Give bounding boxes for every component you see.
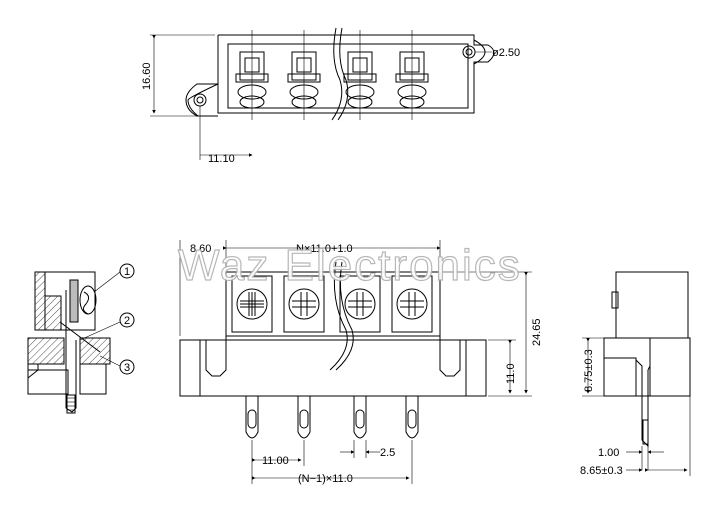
break-line-top: [331, 27, 343, 121]
dim-front-height: 24.65: [531, 318, 543, 346]
callout-2: [119, 312, 135, 328]
section-view: 1 2 3: [27, 263, 135, 414]
front-terminal-1: [231, 275, 273, 333]
dim-top-offset: 11.10: [208, 153, 235, 165]
dim-top-height: 16.60: [141, 62, 153, 90]
dim-front-left: 8.60: [190, 243, 211, 255]
mount-hole-left: [193, 93, 207, 107]
mount-hole-right: [462, 45, 476, 59]
callout-1: [119, 263, 135, 279]
front-view: 8.60 N×11.0+1.0 24.65 11.0 11.00 2.5 (N−…: [179, 240, 543, 485]
dim-front-width: N×11.0+1.0: [296, 243, 353, 255]
front-terminal-2: [283, 275, 325, 333]
pins: [245, 396, 419, 439]
dim-side-height: 8.75±0.3: [583, 349, 595, 392]
dim-total-pitch: (N−1)×11.0: [298, 473, 353, 485]
dim-front-base: 11.0: [505, 363, 517, 384]
break-line-front: [329, 261, 348, 371]
watermark: Waz Electronics: [178, 241, 522, 290]
top-view: 16.60 11.10 ø2.50: [141, 27, 520, 165]
callout-3-label: 3: [124, 362, 130, 374]
dim-pin-width: 2.5: [380, 447, 395, 459]
front-terminal-4: [391, 275, 433, 333]
front-terminal-3: [339, 275, 381, 333]
side-view: 8.75±0.3 1.00 8.65±0.3: [580, 271, 691, 477]
dim-hole-diameter: ø2.50: [492, 47, 520, 59]
dim-side-depth: 8.65±0.3: [580, 465, 623, 477]
callout-2-label: 2: [124, 315, 130, 327]
dim-side-pin: 1.00: [598, 447, 619, 459]
callout-3: [119, 359, 135, 375]
dim-pitch: 11.00: [262, 455, 289, 467]
callout-1-label: 1: [124, 266, 130, 278]
